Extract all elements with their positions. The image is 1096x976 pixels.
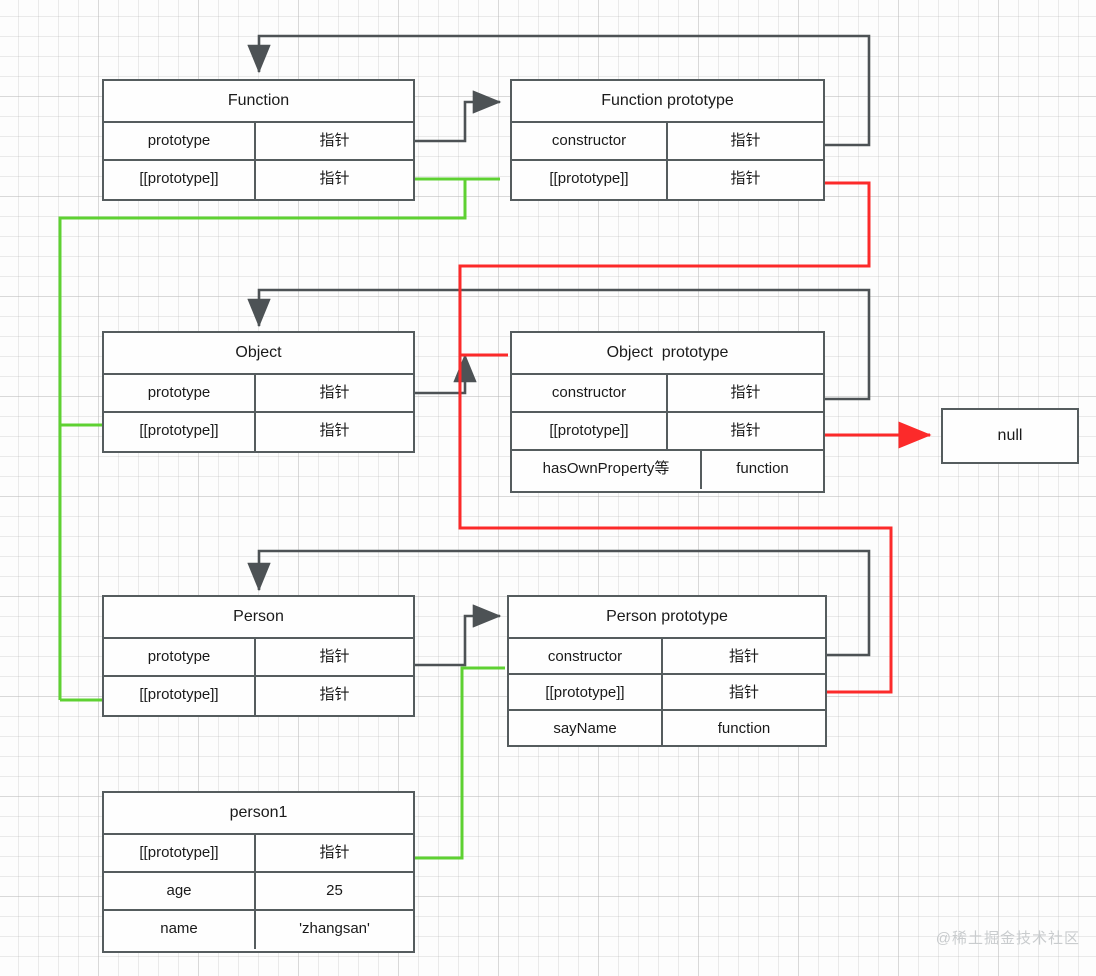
cell-value: 指针 — [319, 422, 350, 439]
cell-key: sayName — [509, 711, 663, 747]
table-row[interactable]: name 'zhangsan' — [104, 911, 413, 949]
cell-value: 指针 — [319, 686, 350, 703]
cell-key: prototype — [104, 375, 256, 411]
cell-value: 指针 — [319, 844, 350, 861]
table-row[interactable]: constructor 指针 — [512, 375, 823, 413]
table-row[interactable]: [[prototype]] 指针 — [512, 413, 823, 451]
cell-key: constructor — [512, 375, 668, 411]
table-row[interactable]: [[prototype]] 指针 — [104, 677, 413, 715]
cell-key: hasOwnProperty等 — [512, 451, 702, 489]
node-null[interactable]: null — [941, 408, 1079, 464]
wire-personproto-to-objproto — [458, 355, 893, 694]
cell-key: prototype — [104, 639, 256, 675]
wire-personproto-constructor-to-person — [247, 549, 871, 657]
table-row[interactable]: [[prototype]] 指针 — [509, 675, 825, 711]
wire-objproto-constructor-to-object — [247, 288, 871, 401]
cell-key: constructor — [509, 639, 663, 673]
cell-key: [[prototype]] — [512, 413, 668, 449]
cell-value: 'zhangsan' — [299, 920, 370, 937]
table-row[interactable]: prototype 指针 — [104, 639, 413, 677]
table-row[interactable]: sayName function — [509, 711, 825, 747]
table-row[interactable]: [[prototype]] 指针 — [104, 835, 413, 873]
node-person1-title: person1 — [104, 793, 413, 835]
node-person[interactable]: Person prototype 指针 [[prototype]] 指针 — [102, 595, 415, 717]
table-row[interactable]: constructor 指针 — [512, 123, 823, 161]
node-person-prototype[interactable]: Person prototype constructor 指针 [[protot… — [507, 595, 827, 747]
cell-key: [[prototype]] — [512, 161, 668, 199]
cell-value: function — [736, 460, 789, 477]
cell-key: constructor — [512, 123, 668, 159]
node-person1[interactable]: person1 [[prototype]] 指针 age 25 name 'zh… — [102, 791, 415, 953]
wire-person1-proto-chain — [415, 666, 505, 860]
wire-funcproto-to-objproto — [458, 181, 871, 357]
cell-value: 指针 — [319, 648, 350, 665]
table-row[interactable]: prototype 指针 — [104, 375, 413, 413]
cell-key: [[prototype]] — [104, 413, 256, 451]
table-row[interactable]: prototype 指针 — [104, 123, 413, 161]
node-person-prototype-title: Person prototype — [509, 597, 825, 639]
cell-value: function — [717, 720, 771, 737]
cell-value: 25 — [326, 882, 343, 899]
cell-key: [[prototype]] — [104, 161, 256, 199]
table-row[interactable]: hasOwnProperty等 function — [512, 451, 823, 489]
cell-value: 指针 — [319, 384, 350, 401]
cell-value: 指针 — [730, 170, 761, 187]
cell-key: [[prototype]] — [509, 675, 663, 709]
wire-function-proto-chain — [58, 177, 467, 700]
node-function-prototype[interactable]: Function prototype constructor 指针 [[prot… — [510, 79, 825, 201]
node-function-prototype-title: Function prototype — [512, 81, 823, 123]
watermark: @稀土掘金技术社区 — [935, 930, 1080, 947]
table-row[interactable]: [[prototype]] 指针 — [104, 413, 413, 451]
table-row[interactable]: constructor 指针 — [509, 639, 825, 675]
wire-object-prototype-to-objproto — [415, 353, 477, 395]
node-person-title: Person — [104, 597, 413, 639]
cell-key: [[prototype]] — [104, 677, 256, 715]
node-null-title: null — [997, 427, 1023, 444]
cell-value: 指针 — [728, 648, 759, 665]
node-function[interactable]: Function prototype 指针 [[prototype]] 指针 — [102, 79, 415, 201]
cell-value: 指针 — [728, 684, 759, 701]
node-object-prototype-title: Object prototype — [512, 333, 823, 375]
cell-value: 指针 — [730, 422, 761, 439]
wire-function-prototype-to-funcproto — [415, 90, 502, 143]
node-object[interactable]: Object prototype 指针 [[prototype]] 指针 — [102, 331, 415, 453]
cell-value: 指针 — [319, 170, 350, 187]
wire-funcproto-constructor-to-function — [247, 34, 871, 147]
node-object-title: Object — [104, 333, 413, 375]
cell-key: age — [104, 873, 256, 909]
cell-value: 指针 — [319, 132, 350, 149]
wire-person-prototype-to-personproto — [415, 604, 502, 667]
node-object-prototype[interactable]: Object prototype constructor 指针 [[protot… — [510, 331, 825, 493]
cell-key: name — [104, 911, 256, 949]
cell-value: 指针 — [730, 132, 761, 149]
cell-key: [[prototype]] — [104, 835, 256, 871]
cell-value: 指针 — [730, 384, 761, 401]
node-function-title: Function — [104, 81, 413, 123]
table-row[interactable]: [[prototype]] 指针 — [104, 161, 413, 199]
cell-key: prototype — [104, 123, 256, 159]
table-row[interactable]: [[prototype]] 指针 — [512, 161, 823, 199]
table-row[interactable]: age 25 — [104, 873, 413, 911]
